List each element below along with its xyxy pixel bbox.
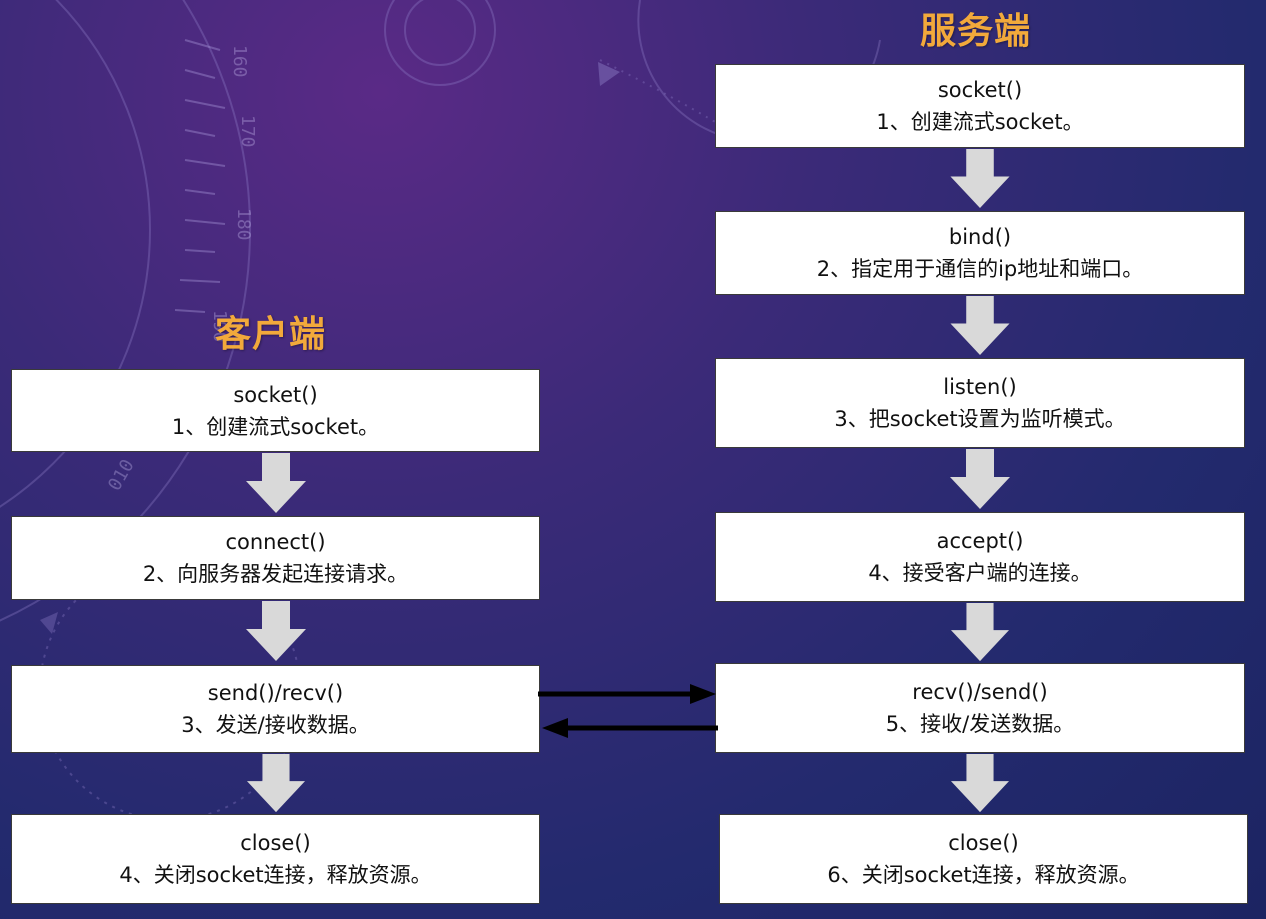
server-flow-arrow-1 xyxy=(950,149,1010,209)
client-step-desc: 3、发送/接收数据。 xyxy=(181,713,370,737)
server-step-desc: 6、关闭socket连接，释放资源。 xyxy=(827,863,1140,887)
server-step-func: accept() xyxy=(936,529,1024,553)
down-arrow-icon xyxy=(950,296,1010,356)
server-step-bind: bind() 2、指定用于通信的ip地址和端口。 xyxy=(715,211,1245,295)
server-flow-arrow-4 xyxy=(950,603,1010,662)
right-arrow-icon xyxy=(538,684,716,704)
down-arrow-icon xyxy=(950,449,1010,509)
client-step-desc: 1、创建流式socket。 xyxy=(171,414,380,439)
client-flow-arrow-3 xyxy=(246,754,306,813)
server-step-func: socket() xyxy=(937,78,1023,102)
down-arrow-icon xyxy=(950,149,1010,209)
client-flow-arrow-1 xyxy=(246,453,306,513)
client-heading: 客户端 xyxy=(215,314,327,355)
server-step-func: listen() xyxy=(943,375,1017,399)
client-step-func: close() xyxy=(240,831,311,855)
client-step-send-recv: send()/recv() 3、发送/接收数据。 xyxy=(11,665,540,753)
server-step-func: close() xyxy=(948,831,1019,855)
server-step-func: recv()/send() xyxy=(912,680,1048,704)
down-arrow-icon xyxy=(950,603,1010,662)
down-arrow-icon xyxy=(950,754,1010,813)
server-flow-arrow-2 xyxy=(950,296,1010,356)
tick-label: 160 xyxy=(229,45,250,78)
left-arrow-icon xyxy=(542,718,718,738)
server-step-desc: 1、创建流式socket。 xyxy=(876,110,1084,134)
tick-label: 180 xyxy=(233,208,254,241)
server-heading: 服务端 xyxy=(920,11,1032,52)
server-step-close: close() 6、关闭socket连接，释放资源。 xyxy=(719,814,1248,904)
client-flow-arrow-2 xyxy=(246,601,306,661)
client-step-desc: 4、关闭socket连接，释放资源。 xyxy=(119,863,432,887)
server-step-socket: socket() 1、创建流式socket。 xyxy=(715,64,1245,148)
server-step-accept: accept() 4、接受客户端的连接。 xyxy=(715,512,1245,602)
server-step-desc: 2、指定用于通信的ip地址和端口。 xyxy=(816,257,1144,281)
tick-label: 170 xyxy=(237,115,258,148)
server-step-desc: 5、接收/发送数据。 xyxy=(885,712,1075,736)
down-arrow-icon xyxy=(246,453,306,513)
server-step-recv-send: recv()/send() 5、接收/发送数据。 xyxy=(715,663,1245,753)
server-step-listen: listen() 3、把socket设置为监听模式。 xyxy=(715,358,1245,448)
server-step-func: bind() xyxy=(948,225,1012,249)
down-arrow-icon xyxy=(246,754,306,813)
client-step-socket: socket() 1、创建流式socket。 xyxy=(11,369,540,452)
server-flow-arrow-5 xyxy=(950,754,1010,813)
client-step-desc: 2、向服务器发起连接请求。 xyxy=(142,562,409,586)
server-flow-arrow-3 xyxy=(950,449,1010,509)
client-step-func: send()/recv() xyxy=(207,681,344,705)
client-step-connect: connect() 2、向服务器发起连接请求。 xyxy=(11,516,540,600)
down-arrow-icon xyxy=(246,601,306,661)
client-step-func: socket() xyxy=(233,382,318,407)
tick-label: 010 xyxy=(104,456,138,495)
client-step-func: connect() xyxy=(225,530,326,554)
server-step-desc: 4、接受客户端的连接。 xyxy=(868,561,1092,585)
client-step-close: close() 4、关闭socket连接，释放资源。 xyxy=(11,814,540,904)
server-step-desc: 3、把socket设置为监听模式。 xyxy=(834,407,1126,431)
